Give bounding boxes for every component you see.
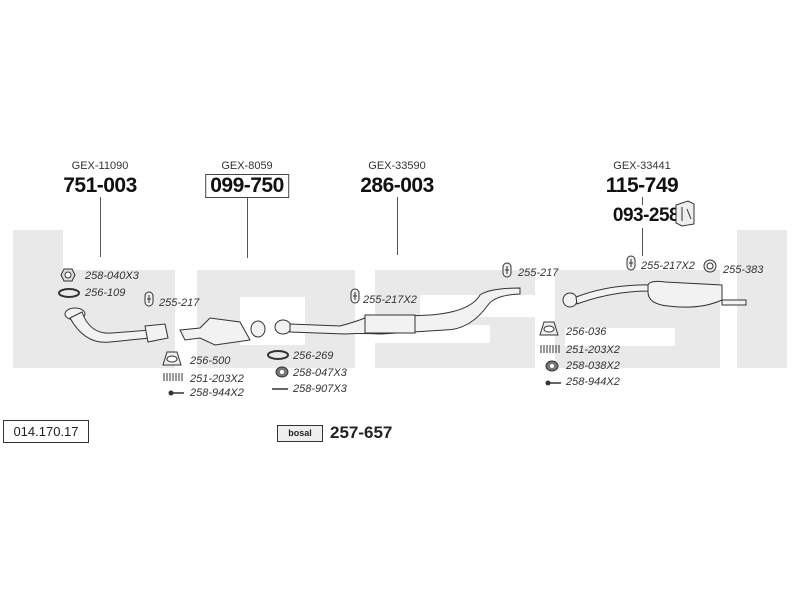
diagram-number: 014.170.17 [3, 420, 89, 443]
gasket-ring-icon [58, 288, 80, 298]
part-label: 256-500 [190, 355, 231, 367]
rubber-hanger-icon [350, 288, 360, 304]
part-label: 255-383 [723, 264, 764, 276]
nut-icon [275, 366, 289, 378]
rear-silencer [562, 280, 747, 308]
gex-label: GEX-33590 [368, 160, 426, 172]
part-number: 286-003 [360, 174, 434, 197]
spring-icon [540, 345, 560, 353]
leader-line [397, 197, 398, 255]
part-number: 115-749 [605, 174, 679, 197]
gasket-cone-icon [539, 321, 559, 336]
nut-icon [545, 360, 559, 372]
rubber-hanger-icon [502, 262, 512, 278]
leader-line [100, 197, 101, 257]
part-number-boxed: 099-750 [205, 174, 289, 198]
bracket-part-number: 093-258 [612, 205, 680, 226]
leader-line [642, 228, 643, 256]
part-label: 258-944X2 [566, 376, 620, 388]
stud-icon [272, 388, 288, 390]
bolt-icon [545, 380, 561, 386]
bosal-kit-logo: bosal [277, 425, 323, 442]
leader-line [642, 197, 643, 205]
part-label: 256-269 [293, 350, 334, 362]
part-label: 255-217 [159, 297, 200, 309]
part-number: 751-003 [63, 174, 137, 197]
part-label: 251-203X2 [190, 373, 244, 385]
rubber-hanger-icon [144, 291, 154, 307]
rubber-ring-icon [703, 259, 717, 273]
part-label: 256-109 [85, 287, 126, 299]
bolt-icon [168, 390, 184, 396]
kit-part-number: 257-657 [330, 423, 393, 442]
part-label: 256-036 [566, 326, 607, 338]
part-label: 258-944X2 [190, 387, 244, 399]
gasket-cone-icon [162, 351, 182, 366]
gex-label: GEX-33441 [613, 160, 671, 172]
rubber-hanger-icon [626, 255, 636, 271]
part-label: 258-040X3 [85, 270, 139, 282]
front-pipe [64, 307, 169, 343]
leader-line [247, 198, 248, 258]
middle-pipe [274, 287, 521, 335]
part-label: 255-217X2 [363, 294, 417, 306]
part-label: 251-203X2 [566, 344, 620, 356]
gex-label: GEX-11090 [71, 160, 129, 172]
nut-icon [60, 268, 76, 282]
part-label: 258-047X3 [293, 367, 347, 379]
bracket-icon [675, 200, 695, 227]
spring-icon [163, 373, 183, 381]
part-label: 255-217 [518, 267, 559, 279]
gasket-ring-icon [267, 350, 289, 360]
part-label: 258-038X2 [566, 360, 620, 372]
part-label: 255-217X2 [641, 260, 695, 272]
catalytic-converter [179, 317, 266, 346]
part-label: 258-907X3 [293, 383, 347, 395]
gex-label: GEX-8059 [221, 160, 273, 172]
